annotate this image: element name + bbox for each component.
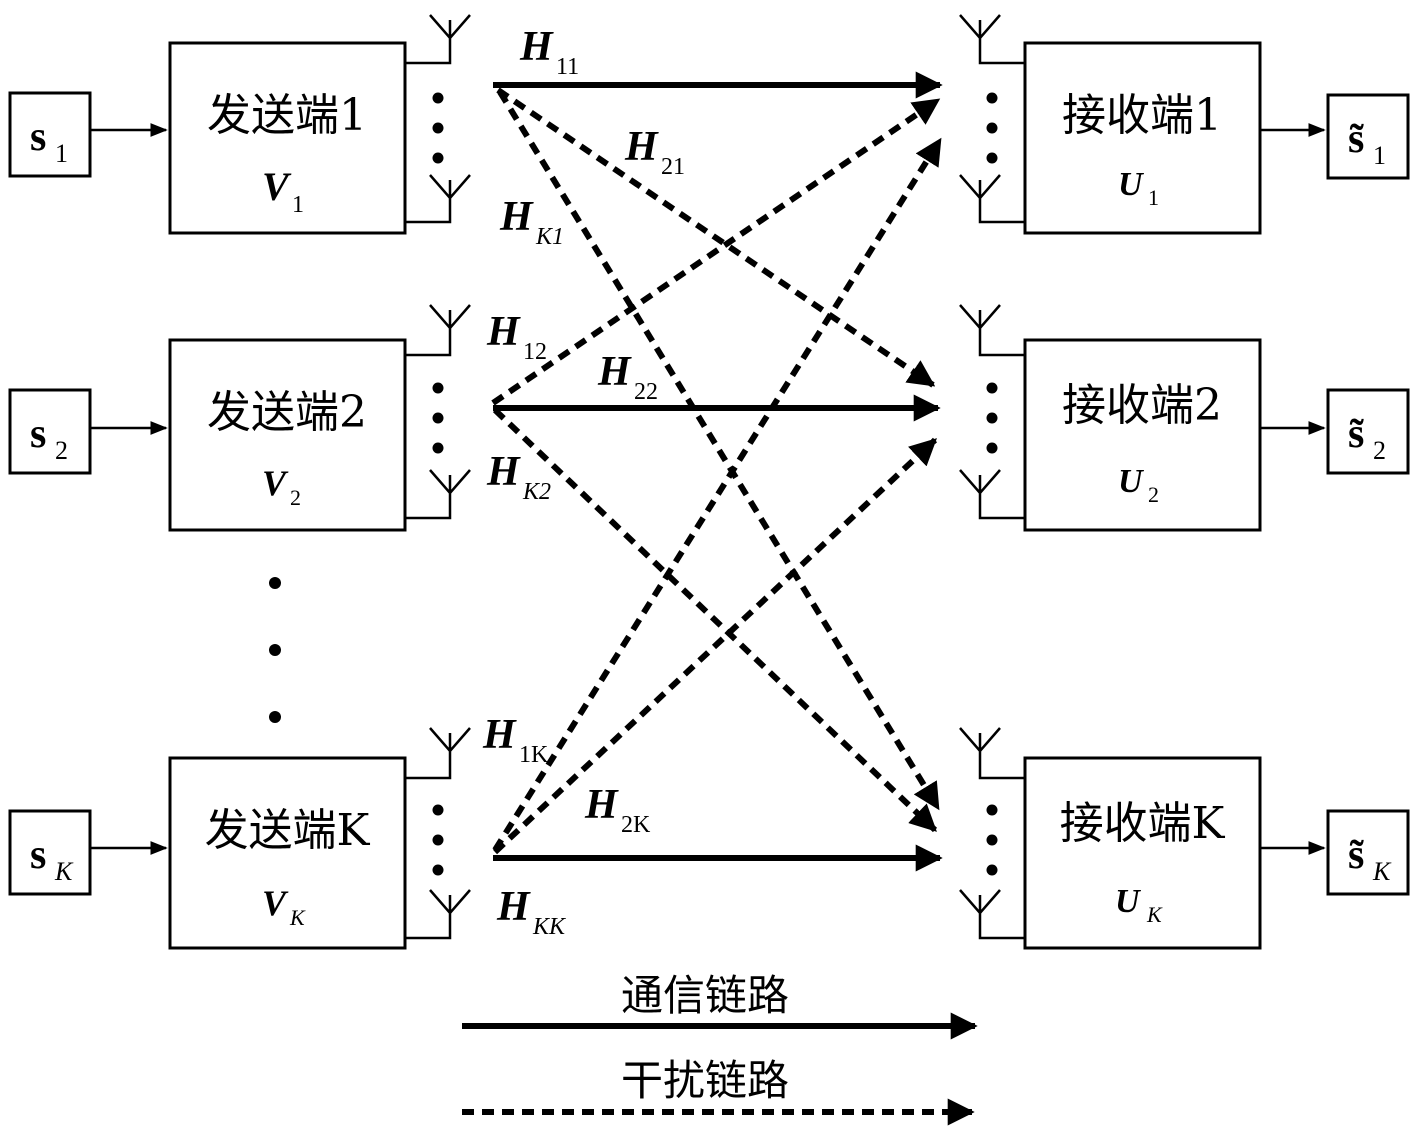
transmitter-K: 发送端K V K xyxy=(170,758,405,948)
svg-text:K: K xyxy=(1146,902,1163,927)
svg-text:2K: 2K xyxy=(621,812,651,838)
svg-text:21: 21 xyxy=(661,154,685,180)
svg-text:K: K xyxy=(54,857,74,886)
svg-text:1: 1 xyxy=(55,139,68,168)
intf-link-tx2-rxK xyxy=(495,410,935,830)
svg-text:发送端1: 发送端1 xyxy=(207,90,367,141)
svg-text:H: H xyxy=(624,124,659,170)
legend-interference-label: 干扰链路 xyxy=(621,1056,789,1105)
svg-text:H: H xyxy=(499,194,534,240)
legend-communication-label: 通信链路 xyxy=(621,971,789,1020)
svg-text:2: 2 xyxy=(1373,436,1386,465)
receiver-K: 接收端K U K xyxy=(1025,758,1260,948)
svg-text:U: U xyxy=(1115,883,1142,920)
svg-text:2: 2 xyxy=(55,436,68,465)
rx-antenna-array-1 xyxy=(960,15,1025,222)
svg-text:H: H xyxy=(482,712,517,758)
svg-text:H: H xyxy=(584,782,619,828)
svg-text:22: 22 xyxy=(634,379,658,405)
svg-text:U: U xyxy=(1118,463,1145,500)
transmitter-1: 发送端1 V 1 xyxy=(170,43,405,233)
svg-text:s̃: s̃ xyxy=(1348,411,1364,457)
tx-antenna-array-1 xyxy=(405,15,470,222)
svg-text:2: 2 xyxy=(290,485,301,510)
svg-text:s: s xyxy=(30,832,46,878)
svg-text:s: s xyxy=(30,411,46,457)
receiver-2: 接收端2 U 2 xyxy=(1025,340,1260,530)
svg-text:H: H xyxy=(597,349,632,395)
transmitter-2: 发送端2 V 2 xyxy=(170,340,405,530)
svg-text:H: H xyxy=(486,309,521,355)
svg-text:KK: KK xyxy=(532,914,567,940)
legend: 通信链路 干扰链路 xyxy=(462,971,975,1112)
label-hK1: H K1 xyxy=(499,194,564,250)
output-s1: s̃ 1 xyxy=(1328,95,1408,178)
svg-text:H: H xyxy=(519,24,554,70)
label-hKK: H KK xyxy=(496,884,567,940)
rx-antenna-array-K xyxy=(960,728,1025,938)
tx-antenna-array-2 xyxy=(405,305,470,518)
svg-text:K: K xyxy=(289,905,306,930)
label-h1K: H 1K xyxy=(482,712,549,768)
svg-text:1: 1 xyxy=(1373,141,1386,170)
svg-text:1K: 1K xyxy=(519,742,549,768)
svg-text:V: V xyxy=(262,883,289,923)
label-h12: H 12 xyxy=(486,309,547,365)
label-h11: H 11 xyxy=(519,24,579,80)
transmitter-ellipsis xyxy=(269,577,281,723)
input-s2: s 2 xyxy=(10,390,90,473)
svg-text:1: 1 xyxy=(292,192,304,218)
svg-text:接收端1: 接收端1 xyxy=(1062,90,1222,141)
svg-text:11: 11 xyxy=(556,54,579,80)
svg-text:K: K xyxy=(1372,857,1392,886)
svg-text:1: 1 xyxy=(1148,185,1159,210)
svg-text:接收端2: 接收端2 xyxy=(1062,380,1222,431)
receiver-1: 接收端1 U 1 xyxy=(1025,43,1260,233)
svg-text:发送端2: 发送端2 xyxy=(207,387,367,438)
output-s2: s̃ 2 xyxy=(1328,390,1408,473)
svg-text:发送端K: 发送端K xyxy=(205,805,371,856)
input-s1: s 1 xyxy=(10,93,90,176)
output-sK: s̃ K xyxy=(1328,811,1408,894)
svg-text:K2: K2 xyxy=(522,479,551,505)
label-h22: H 22 xyxy=(597,349,658,405)
svg-text:s̃: s̃ xyxy=(1348,116,1364,162)
svg-text:V: V xyxy=(262,164,292,209)
input-sK: s K xyxy=(10,811,90,894)
tx-antenna-array-K xyxy=(405,728,470,938)
svg-text:U: U xyxy=(1118,166,1145,203)
rx-antenna-array-2 xyxy=(960,305,1025,518)
intf-link-tx1-rxK xyxy=(500,92,938,808)
svg-text:12: 12 xyxy=(523,339,547,365)
label-h21: H 21 xyxy=(624,124,685,180)
label-h2K: H 2K xyxy=(584,782,651,838)
svg-text:s̃: s̃ xyxy=(1348,832,1364,878)
svg-text:s: s xyxy=(30,114,46,160)
svg-text:H: H xyxy=(496,884,531,930)
svg-text:接收端K: 接收端K xyxy=(1060,798,1226,849)
svg-text:2: 2 xyxy=(1148,482,1159,507)
svg-text:K1: K1 xyxy=(535,224,564,250)
svg-text:H: H xyxy=(486,449,521,495)
svg-text:V: V xyxy=(262,463,289,503)
